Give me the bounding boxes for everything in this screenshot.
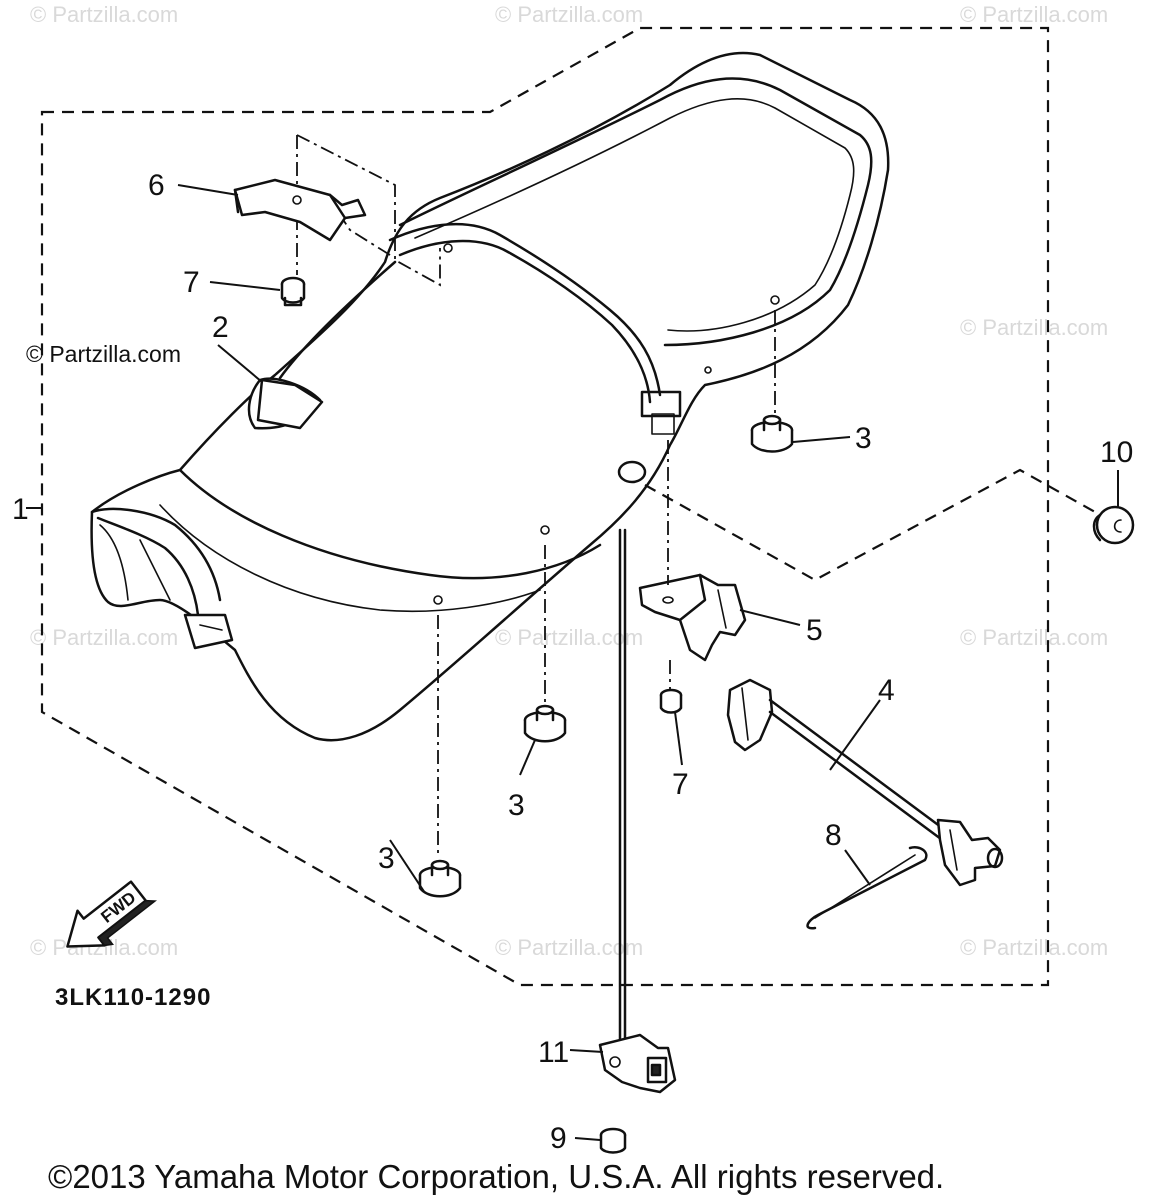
cap-10 bbox=[1092, 505, 1135, 545]
grommet-3-upper bbox=[750, 414, 794, 453]
grommet-3-lower bbox=[418, 859, 462, 898]
watermark: © Partzilla.com bbox=[30, 625, 178, 650]
callout-1: 1 bbox=[12, 493, 29, 526]
watermark: © Partzilla.com bbox=[960, 625, 1108, 650]
watermark: © Partzilla.com bbox=[495, 935, 643, 960]
watermark: © Partzilla.com bbox=[960, 315, 1108, 340]
hook-projection bbox=[296, 134, 441, 287]
nut-7-upper bbox=[280, 276, 306, 307]
callout-7-lower: 7 bbox=[672, 768, 689, 801]
callouts: 6 7 2 1 3 10 5 4 7 3 8 3 11 9 bbox=[12, 169, 1133, 1155]
callout-11: 11 bbox=[538, 1036, 569, 1069]
drawing-code: 3LK110-1290 bbox=[55, 984, 211, 1011]
callout-5: 5 bbox=[806, 614, 823, 647]
grommet-3-middle bbox=[523, 704, 567, 743]
watermark: © Partzilla.com bbox=[30, 2, 178, 27]
callout-7-upper: 7 bbox=[183, 266, 200, 299]
watermark-dark: © Partzilla.com bbox=[26, 341, 181, 367]
cap-10-path bbox=[644, 468, 1096, 582]
callout-3-lower: 3 bbox=[378, 842, 395, 875]
flap-2 bbox=[256, 378, 324, 430]
lock-lever-11 bbox=[598, 528, 677, 1094]
callout-3-middle: 3 bbox=[508, 789, 525, 822]
callout-leaders bbox=[26, 184, 1119, 1141]
copyright-notice: ©2013 Yamaha Motor Corporation, U.S.A. A… bbox=[48, 1158, 944, 1195]
screw-9 bbox=[599, 1127, 627, 1154]
assembly-boundary bbox=[40, 26, 1050, 987]
seat-assembly bbox=[90, 51, 890, 742]
callout-2: 2 bbox=[212, 311, 229, 344]
callout-6: 6 bbox=[148, 169, 165, 202]
callout-9: 9 bbox=[550, 1122, 567, 1155]
watermark: © Partzilla.com bbox=[495, 625, 643, 650]
nut-7-lower bbox=[659, 688, 683, 714]
callout-4: 4 bbox=[878, 674, 895, 707]
watermark: © Partzilla.com bbox=[960, 935, 1108, 960]
bracket-5 bbox=[638, 573, 747, 662]
hook-bracket-6 bbox=[233, 178, 367, 242]
watermark: © Partzilla.com bbox=[960, 2, 1108, 27]
watermark: © Partzilla.com bbox=[495, 2, 643, 27]
callout-8: 8 bbox=[825, 819, 842, 852]
callout-10: 10 bbox=[1100, 436, 1133, 469]
callout-3-upper: 3 bbox=[855, 422, 872, 455]
lock-rod-4 bbox=[726, 678, 1004, 887]
spring-8 bbox=[806, 846, 928, 930]
